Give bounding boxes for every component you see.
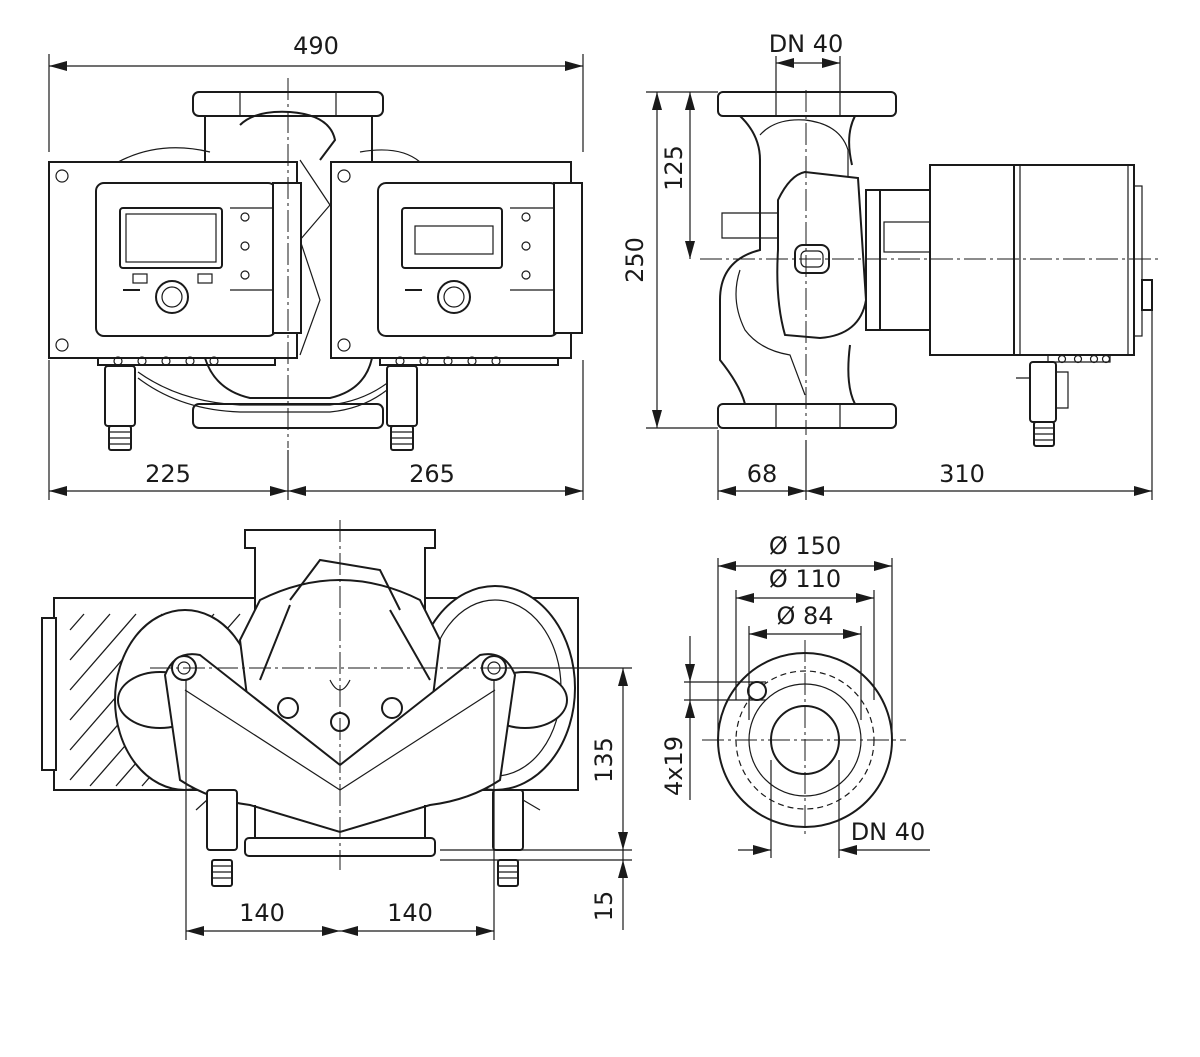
dim-axis-offset: 135 [590, 737, 618, 783]
top-view: 135 15 140 140 [41, 520, 632, 940]
dim-bolt-circle: Ø 110 [769, 565, 841, 593]
dim-flange-to-axis: 68 [747, 460, 778, 488]
dim-overall-width: 490 [293, 32, 339, 60]
front-view: 490 225 265 [48, 32, 584, 500]
dim-left-spacing: 140 [239, 899, 285, 927]
dim-base-offset: 15 [590, 891, 618, 922]
dim-axis-height: 125 [660, 145, 688, 191]
dim-axis-to-motor-end: 310 [939, 460, 985, 488]
dim-bore-nominal: DN 40 [851, 818, 926, 846]
dim-total-height: 250 [621, 237, 649, 283]
dim-outer-diameter: Ø 150 [769, 532, 841, 560]
dim-right-spacing: 140 [387, 899, 433, 927]
dim-right-width: 265 [409, 460, 455, 488]
dim-raised-face: Ø 84 [776, 602, 833, 630]
dim-flange-nominal: DN 40 [769, 30, 844, 58]
dim-left-width: 225 [145, 460, 191, 488]
flange-view: Ø 150 Ø 110 Ø 84 4x19 DN 40 [660, 532, 930, 858]
dim-bolt-holes: 4x19 [660, 736, 688, 796]
side-view: DN 40 250 125 68 310 [621, 30, 1160, 500]
